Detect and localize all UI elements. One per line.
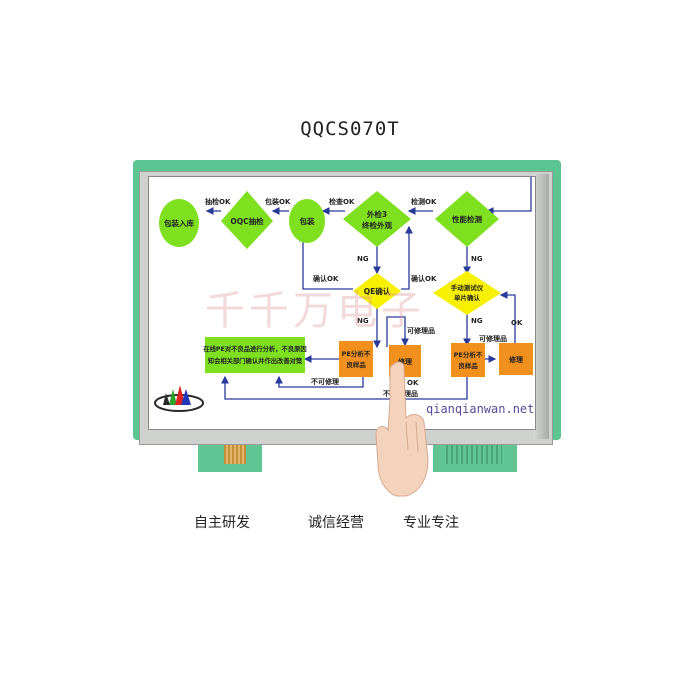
pointing-hand-icon	[375, 361, 429, 497]
company-logo-icon	[154, 385, 204, 412]
node-note-label-2: 知会相关部门确认并作出改善对策	[207, 356, 303, 365]
bezel-side-edge	[533, 174, 549, 439]
label-ok-1: OK	[511, 319, 523, 327]
node-qe-label: QE确认	[364, 286, 391, 296]
node-waijian	[343, 191, 411, 247]
node-shoudong-label-1: 手动测试仪	[451, 283, 484, 292]
node-shoudong	[433, 271, 501, 315]
node-baozhuang-ruku-label: 包装入库	[163, 218, 194, 228]
slogan-2: 诚信经营	[308, 515, 364, 531]
node-baozhuang-ruku	[159, 199, 199, 247]
node-shoudong-label-2: 单片确认	[454, 293, 481, 302]
label-baozhuang-ok: 包装OK	[265, 197, 291, 206]
label-queren-ok-2: 确认OK	[411, 274, 437, 283]
label-ng-2: NG	[471, 255, 483, 263]
label-jiance-ok: 检测OK	[411, 197, 437, 206]
node-baozhuang	[289, 199, 325, 243]
node-xiuli-2	[499, 343, 533, 375]
node-pe-2-label-2: 良样品	[458, 361, 478, 370]
node-qe	[353, 273, 401, 309]
slogan-1: 自主研发	[194, 515, 250, 531]
node-pe-2	[451, 343, 485, 377]
label-bukexiu-1: 不可修理	[311, 377, 339, 386]
label-ok-2: OK	[407, 379, 419, 387]
label-ng-1: NG	[357, 255, 369, 263]
watermark-text: 千千万电子	[205, 288, 425, 334]
node-oqc	[221, 191, 273, 249]
label-kexiu-1: 可修理品	[407, 326, 435, 335]
label-choujian-ok: 抽检OK	[205, 197, 231, 206]
node-pe-2-label-1: PE分析不	[454, 350, 483, 359]
label-ng-3: NG	[357, 317, 369, 325]
label-jiancha-ok: 检查OK	[329, 197, 355, 206]
node-pe-1-label-1: PE分析不	[342, 349, 371, 358]
node-oqc-label: OQC抽检	[230, 216, 264, 226]
node-pe-1	[339, 341, 373, 377]
label-ng-4: NG	[471, 317, 483, 325]
website-url: qianqianwan.net	[426, 402, 535, 416]
flowchart: 包装入库 OQC抽检 包装 外检3 终检外观 性能检测 QE确认 手动测试仪 单…	[154, 177, 533, 412]
label-queren-ok: 确认OK	[313, 274, 339, 283]
node-pe-1-label-2: 良样品	[346, 360, 366, 369]
node-waijian-label-2: 终检外观	[361, 220, 392, 230]
slogan-3: 专业专注	[403, 515, 459, 531]
node-note	[205, 337, 305, 373]
node-xiuli-1-label: 修理	[397, 357, 412, 366]
node-xingneng	[435, 191, 499, 247]
label-kexiu-2: 可修理品	[479, 334, 507, 343]
node-xingneng-label: 性能检测	[452, 214, 482, 224]
node-note-label-1: 在线PE对不良品进行分析，不良原因	[203, 344, 306, 353]
node-baozhuang-label: 包装	[299, 216, 315, 226]
node-waijian-label-1: 外检3	[367, 209, 387, 219]
lcd-screen: 包装入库 OQC抽检 包装 外检3 终检外观 性能检测 QE确认 手动测试仪 单…	[148, 176, 536, 430]
model-title: QQCS070T	[300, 118, 400, 140]
node-xiuli-2-label: 修理	[508, 355, 523, 364]
